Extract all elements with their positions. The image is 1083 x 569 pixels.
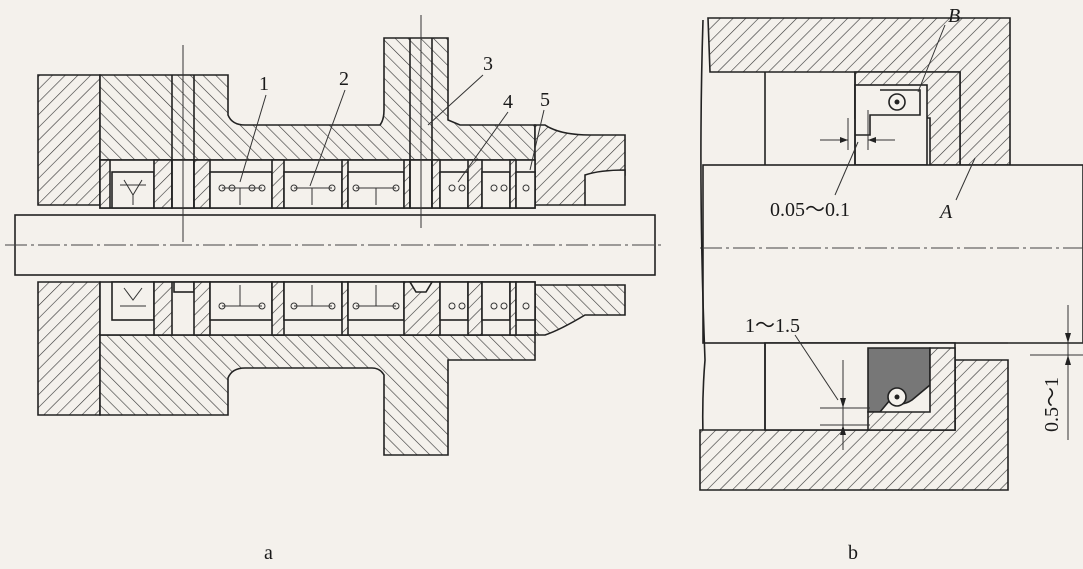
part-label-3: 3 bbox=[483, 53, 493, 75]
label-A: A bbox=[938, 201, 953, 223]
b-o-ring-top bbox=[888, 93, 906, 111]
b-lower-seal-body bbox=[867, 347, 956, 431]
left-cap-bottom bbox=[37, 281, 101, 416]
dim-gap: 0.05～0.1 bbox=[770, 199, 850, 221]
part-label-5: 5 bbox=[540, 89, 550, 111]
right-gap-top bbox=[584, 169, 626, 206]
caption-a: a bbox=[264, 542, 273, 564]
figure-a-assembly bbox=[5, 15, 665, 456]
lower-housing bbox=[99, 284, 626, 456]
b-upper-seal-pocket bbox=[854, 84, 928, 166]
left-cap-top bbox=[37, 74, 101, 206]
upper-housing bbox=[99, 37, 536, 161]
dim-side: 0.5～1 bbox=[1041, 377, 1063, 432]
label-B: B bbox=[948, 5, 960, 27]
dim-depth: 1～1.5 bbox=[745, 315, 800, 337]
part-label-4: 4 bbox=[503, 91, 513, 113]
caption-b: b bbox=[848, 542, 858, 564]
seal-rings-top bbox=[99, 159, 536, 209]
part-label-1: 1 bbox=[259, 73, 269, 95]
seal-rings-bottom bbox=[111, 281, 536, 336]
part-label-2: 2 bbox=[339, 68, 349, 90]
shaft-b bbox=[702, 164, 1083, 344]
figure-b-detail bbox=[699, 17, 1083, 491]
